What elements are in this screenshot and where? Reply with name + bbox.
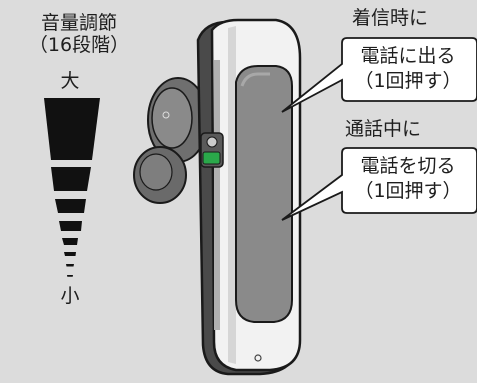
volume-bar-1	[44, 98, 100, 160]
earpiece	[133, 77, 209, 204]
volume-title-line2: （16段階）	[28, 34, 130, 56]
volume-title: 音量調節 （16段階）	[24, 12, 134, 56]
answer-call-callout: 電話に出る （1回押す）	[343, 44, 473, 94]
volume-level-bars	[44, 98, 100, 277]
volume-bar-8	[67, 275, 73, 277]
volume-small-label: 小	[60, 285, 80, 307]
volume-title-line1: 音量調節	[40, 12, 117, 34]
answer-call-press-count: （1回押す）	[354, 70, 462, 92]
hangup-call-callout: 電話を切る （1回押す）	[343, 154, 473, 204]
indicator-light	[202, 151, 221, 165]
hangup-call-press-count: （1回押す）	[354, 180, 462, 202]
answer-call-action: 電話に出る	[360, 45, 456, 67]
volume-large-label: 大	[60, 70, 80, 92]
hangup-call-action: 電話を切る	[360, 155, 456, 177]
volume-bar-4	[59, 221, 82, 231]
side-switch	[200, 132, 224, 168]
multifunction-button	[235, 65, 293, 323]
volume-bar-5	[62, 238, 78, 245]
volume-bar-2	[51, 167, 91, 191]
incoming-call-condition: 着信時に	[352, 7, 429, 29]
during-call-condition: 通話中に	[345, 118, 422, 140]
volume-bar-3	[55, 199, 86, 213]
volume-bar-7	[66, 264, 74, 267]
volume-bar-6	[64, 252, 76, 256]
